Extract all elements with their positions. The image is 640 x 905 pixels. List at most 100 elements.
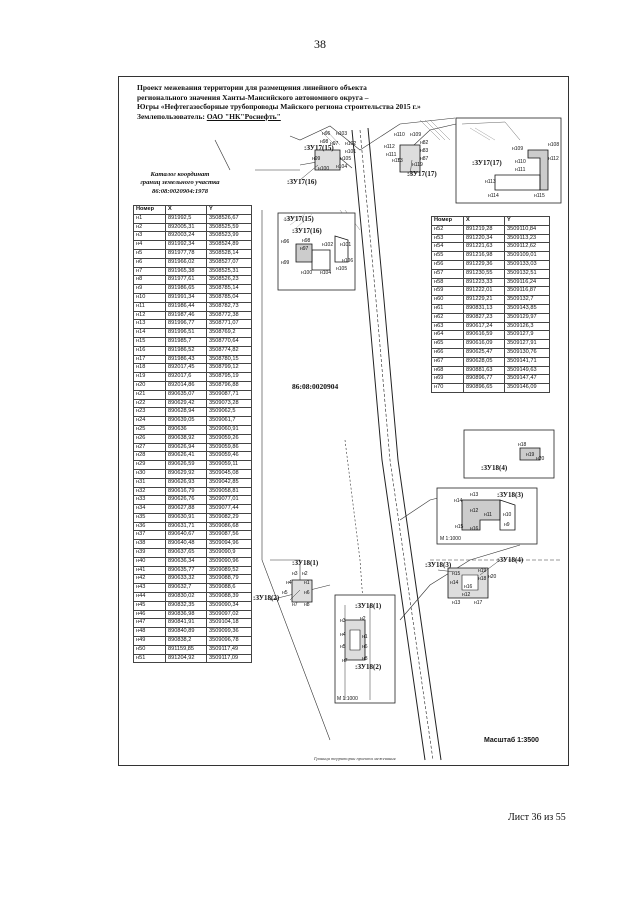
cell-y: 3509112,62 (504, 242, 550, 253)
label-scale-small-lower: М 1:1000 (337, 696, 358, 702)
cell-x: 891222,01 (463, 286, 505, 297)
cell-x: 890830,02 (165, 592, 207, 602)
point-label: н5 (282, 590, 288, 596)
cell-x: 891992,5 (165, 213, 207, 224)
cell-number: н17 (133, 354, 166, 365)
cell-x: 890629,42 (165, 398, 207, 409)
point-label: н82 (420, 140, 429, 146)
cell-y: 3509086,68 (206, 521, 252, 532)
cell-x: 890626,59 (165, 460, 207, 470)
point-label: н112 (548, 156, 559, 162)
cell-x: 891966,02 (165, 257, 207, 268)
point-label: н4 (340, 632, 346, 638)
cell-x: 890616,09 (463, 339, 505, 349)
cell-number: н14 (133, 328, 166, 338)
table-header-row: Номер X Y (431, 216, 550, 226)
cell-number: н29 (133, 460, 166, 470)
cell-y: 3508795,19 (206, 372, 252, 382)
cell-y: 3508526,67 (206, 213, 252, 224)
cell-y: 3509090,34 (206, 600, 252, 611)
point-label: н14 (450, 580, 459, 586)
cell-y: 3508799,12 (206, 363, 252, 374)
point-label: н100 (318, 166, 329, 172)
label-zu17-16: :ЗУ17(16) (287, 178, 317, 186)
cell-x: 890841,91 (165, 618, 207, 629)
cell-y: 3509077,01 (206, 495, 252, 506)
cell-y: 3509104,18 (206, 618, 252, 629)
point-label: н110 (394, 132, 405, 138)
point-label: н110 (515, 159, 526, 165)
cell-y: 3509110,84 (504, 224, 550, 235)
cell-x: 891992,34 (165, 240, 207, 250)
cell-y: 3509132,7 (504, 295, 550, 305)
point-label: н98 (302, 238, 311, 244)
cell-y: 3508770,64 (206, 336, 252, 347)
cell-y: 3509113,23 (504, 233, 550, 244)
cell-y: 3509058,81 (206, 486, 252, 497)
cell-y: 3509127,9 (504, 330, 550, 341)
cell-y: 3509077,44 (206, 504, 252, 514)
label-zu17-15-inset: :ЗУ17(15) (284, 215, 314, 223)
cell-y: 3509088,79 (206, 574, 252, 585)
cell-number: н46 (133, 609, 166, 620)
cell-y: 3509133,03 (504, 259, 550, 270)
point-label: н113 (485, 179, 496, 185)
cell-x: 891229,21 (463, 295, 505, 305)
cell-y: 3509059,26 (206, 433, 252, 444)
cell-y: 3509127,91 (504, 339, 550, 349)
column-header-y: Y (504, 216, 550, 226)
cell-number: н3 (133, 231, 166, 242)
cell-x: 891986,43 (165, 354, 207, 365)
point-label: н105 (336, 266, 347, 272)
cell-y: 3508785,04 (206, 292, 252, 303)
cell-x: 890836,98 (165, 609, 207, 620)
cell-number: н33 (133, 495, 166, 506)
point-label: н111 (515, 167, 526, 173)
cell-number: н51 (133, 653, 166, 664)
cell-x: 891223,33 (463, 277, 505, 288)
point-label: н104 (320, 270, 331, 276)
cell-number: н13 (133, 319, 166, 330)
column-header-number: Номер (431, 216, 464, 226)
point-label: н106 (342, 258, 353, 264)
cell-x: 890635,07 (165, 389, 207, 400)
cell-y: 3508525,59 (206, 222, 252, 233)
point-label: н83 (420, 148, 429, 154)
point-label: н108 (548, 142, 559, 148)
point-label: н18 (518, 442, 527, 448)
point-labels-inset-top-right: н109 н108 н110 н111 н112 н113 н114 н115 (485, 142, 559, 199)
point-label: н1 (362, 634, 368, 640)
label-zu18-3: :ЗУ18(3) (497, 491, 524, 499)
cell-number: н32 (133, 486, 166, 497)
point-label: н96 (281, 239, 290, 245)
point-label: н114 (488, 193, 499, 199)
cell-number: н12 (133, 310, 166, 321)
cell-x: 891986,44 (165, 301, 207, 312)
cell-x: 890638,92 (165, 433, 207, 444)
cell-x: 890633,32 (165, 574, 207, 585)
label-scale-small: М 1:1000 (440, 536, 461, 542)
parcel-cluster-zu18-4 (447, 567, 489, 599)
cell-y: 3509042,85 (206, 477, 252, 488)
cell-number: н48 (133, 627, 166, 638)
cell-number: н67 (431, 356, 464, 367)
point-label: н3 (292, 571, 298, 577)
cell-number: н56 (431, 259, 464, 270)
cell-x: 890631,71 (165, 521, 207, 532)
cell-number: н38 (133, 539, 166, 550)
